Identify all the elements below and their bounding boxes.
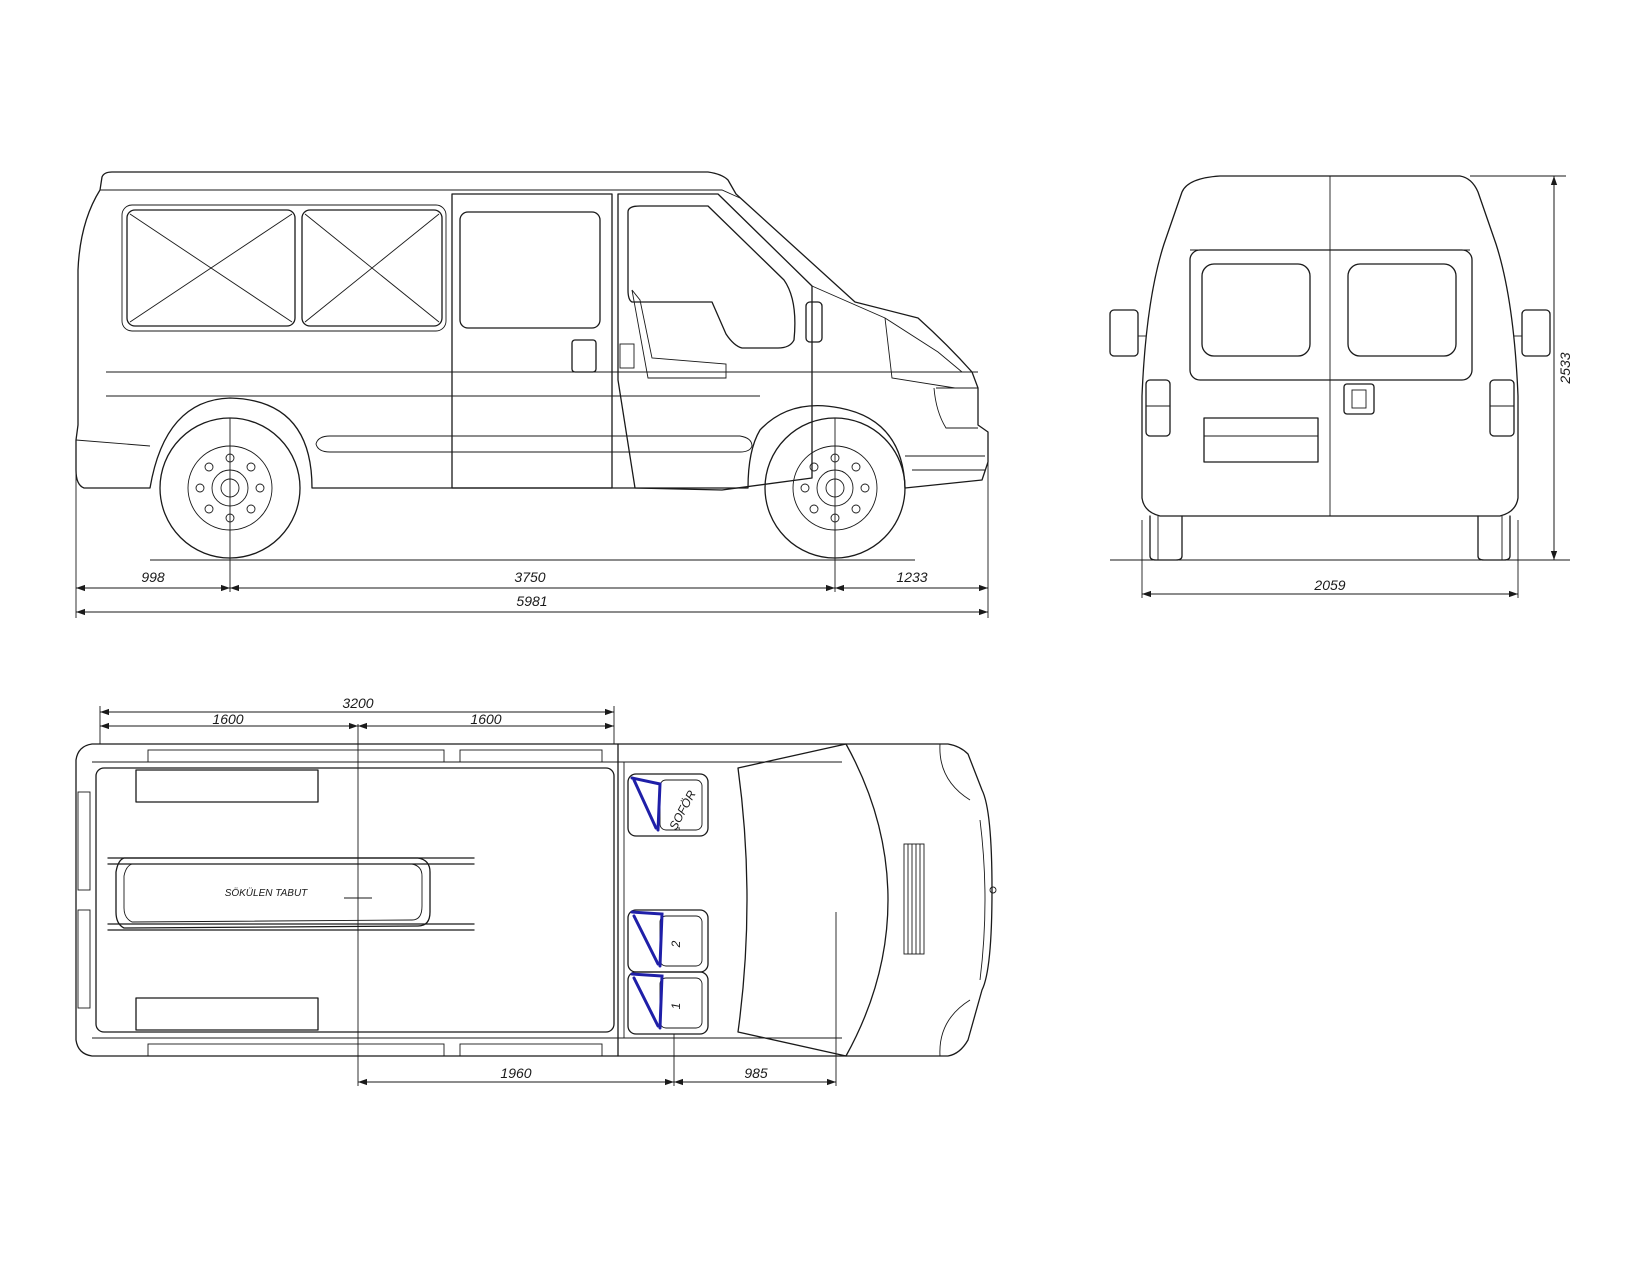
tail-light-left [1145, 379, 1171, 437]
coffin [115, 857, 431, 929]
rear-window-right [1347, 263, 1457, 357]
seat-driver: ŞOFÖR [627, 773, 709, 837]
dim-overall-length: 5981 [516, 593, 547, 609]
dim-seat-to-front: 985 [744, 1065, 768, 1081]
seat-passenger-2: 2 [627, 909, 709, 973]
dim-wheelbase: 3750 [514, 569, 545, 585]
dim-front-overhang: 998 [141, 569, 165, 585]
side-body-outline [75, 171, 989, 489]
bench-lower [135, 997, 319, 1031]
tail-light-right [1489, 379, 1515, 437]
dash-vent [903, 843, 925, 955]
rear-door-frame [1189, 249, 1473, 381]
seat-label-2: 2 [669, 940, 683, 948]
dim-overall-height: 2533 [1557, 352, 1573, 384]
rear-view: 2059 2533 [1109, 175, 1573, 598]
dim-overall-width: 2059 [1313, 577, 1345, 593]
rear-mirror-left [1109, 309, 1139, 357]
top-view: SÖKÜLEN TABUT ŞOFÖR [75, 695, 997, 1086]
rear-plate [1203, 417, 1319, 463]
cargo-floor [95, 767, 615, 1033]
seat-label-driver: ŞOFÖR [666, 788, 699, 833]
seat-label-1: 1 [669, 1003, 683, 1010]
rear-window-left [1201, 263, 1311, 357]
rear-door-handle [1343, 383, 1375, 415]
rear-tyre-left [1149, 515, 1183, 561]
sliding-door [451, 193, 613, 489]
dim-cargo-half-left: 1600 [212, 711, 243, 727]
side-view: 998 3750 1233 5981 [75, 171, 989, 618]
front-door [617, 193, 813, 491]
sliding-door-window [459, 211, 601, 329]
top-body-outline [75, 743, 993, 1057]
seat-passenger-1: 1 [627, 971, 709, 1035]
rear-body-outline [1141, 175, 1519, 517]
dim-cargo-length: 3200 [342, 695, 373, 711]
front-door-window [627, 205, 796, 349]
dim-rear-overhang: 1233 [896, 569, 927, 585]
side-window-1 [126, 209, 296, 327]
side-window-2 [301, 209, 443, 327]
coffin-label: SÖKÜLEN TABUT [225, 887, 308, 899]
bench-upper [135, 769, 319, 803]
side-mirror [805, 301, 823, 343]
rear-mirror-right [1521, 309, 1551, 357]
dim-cargo-half-right: 1600 [470, 711, 501, 727]
sliding-door-handle [571, 339, 597, 373]
rear-tyre-right [1477, 515, 1511, 561]
dim-to-seat-row: 1960 [500, 1065, 531, 1081]
windshield [737, 743, 889, 1057]
